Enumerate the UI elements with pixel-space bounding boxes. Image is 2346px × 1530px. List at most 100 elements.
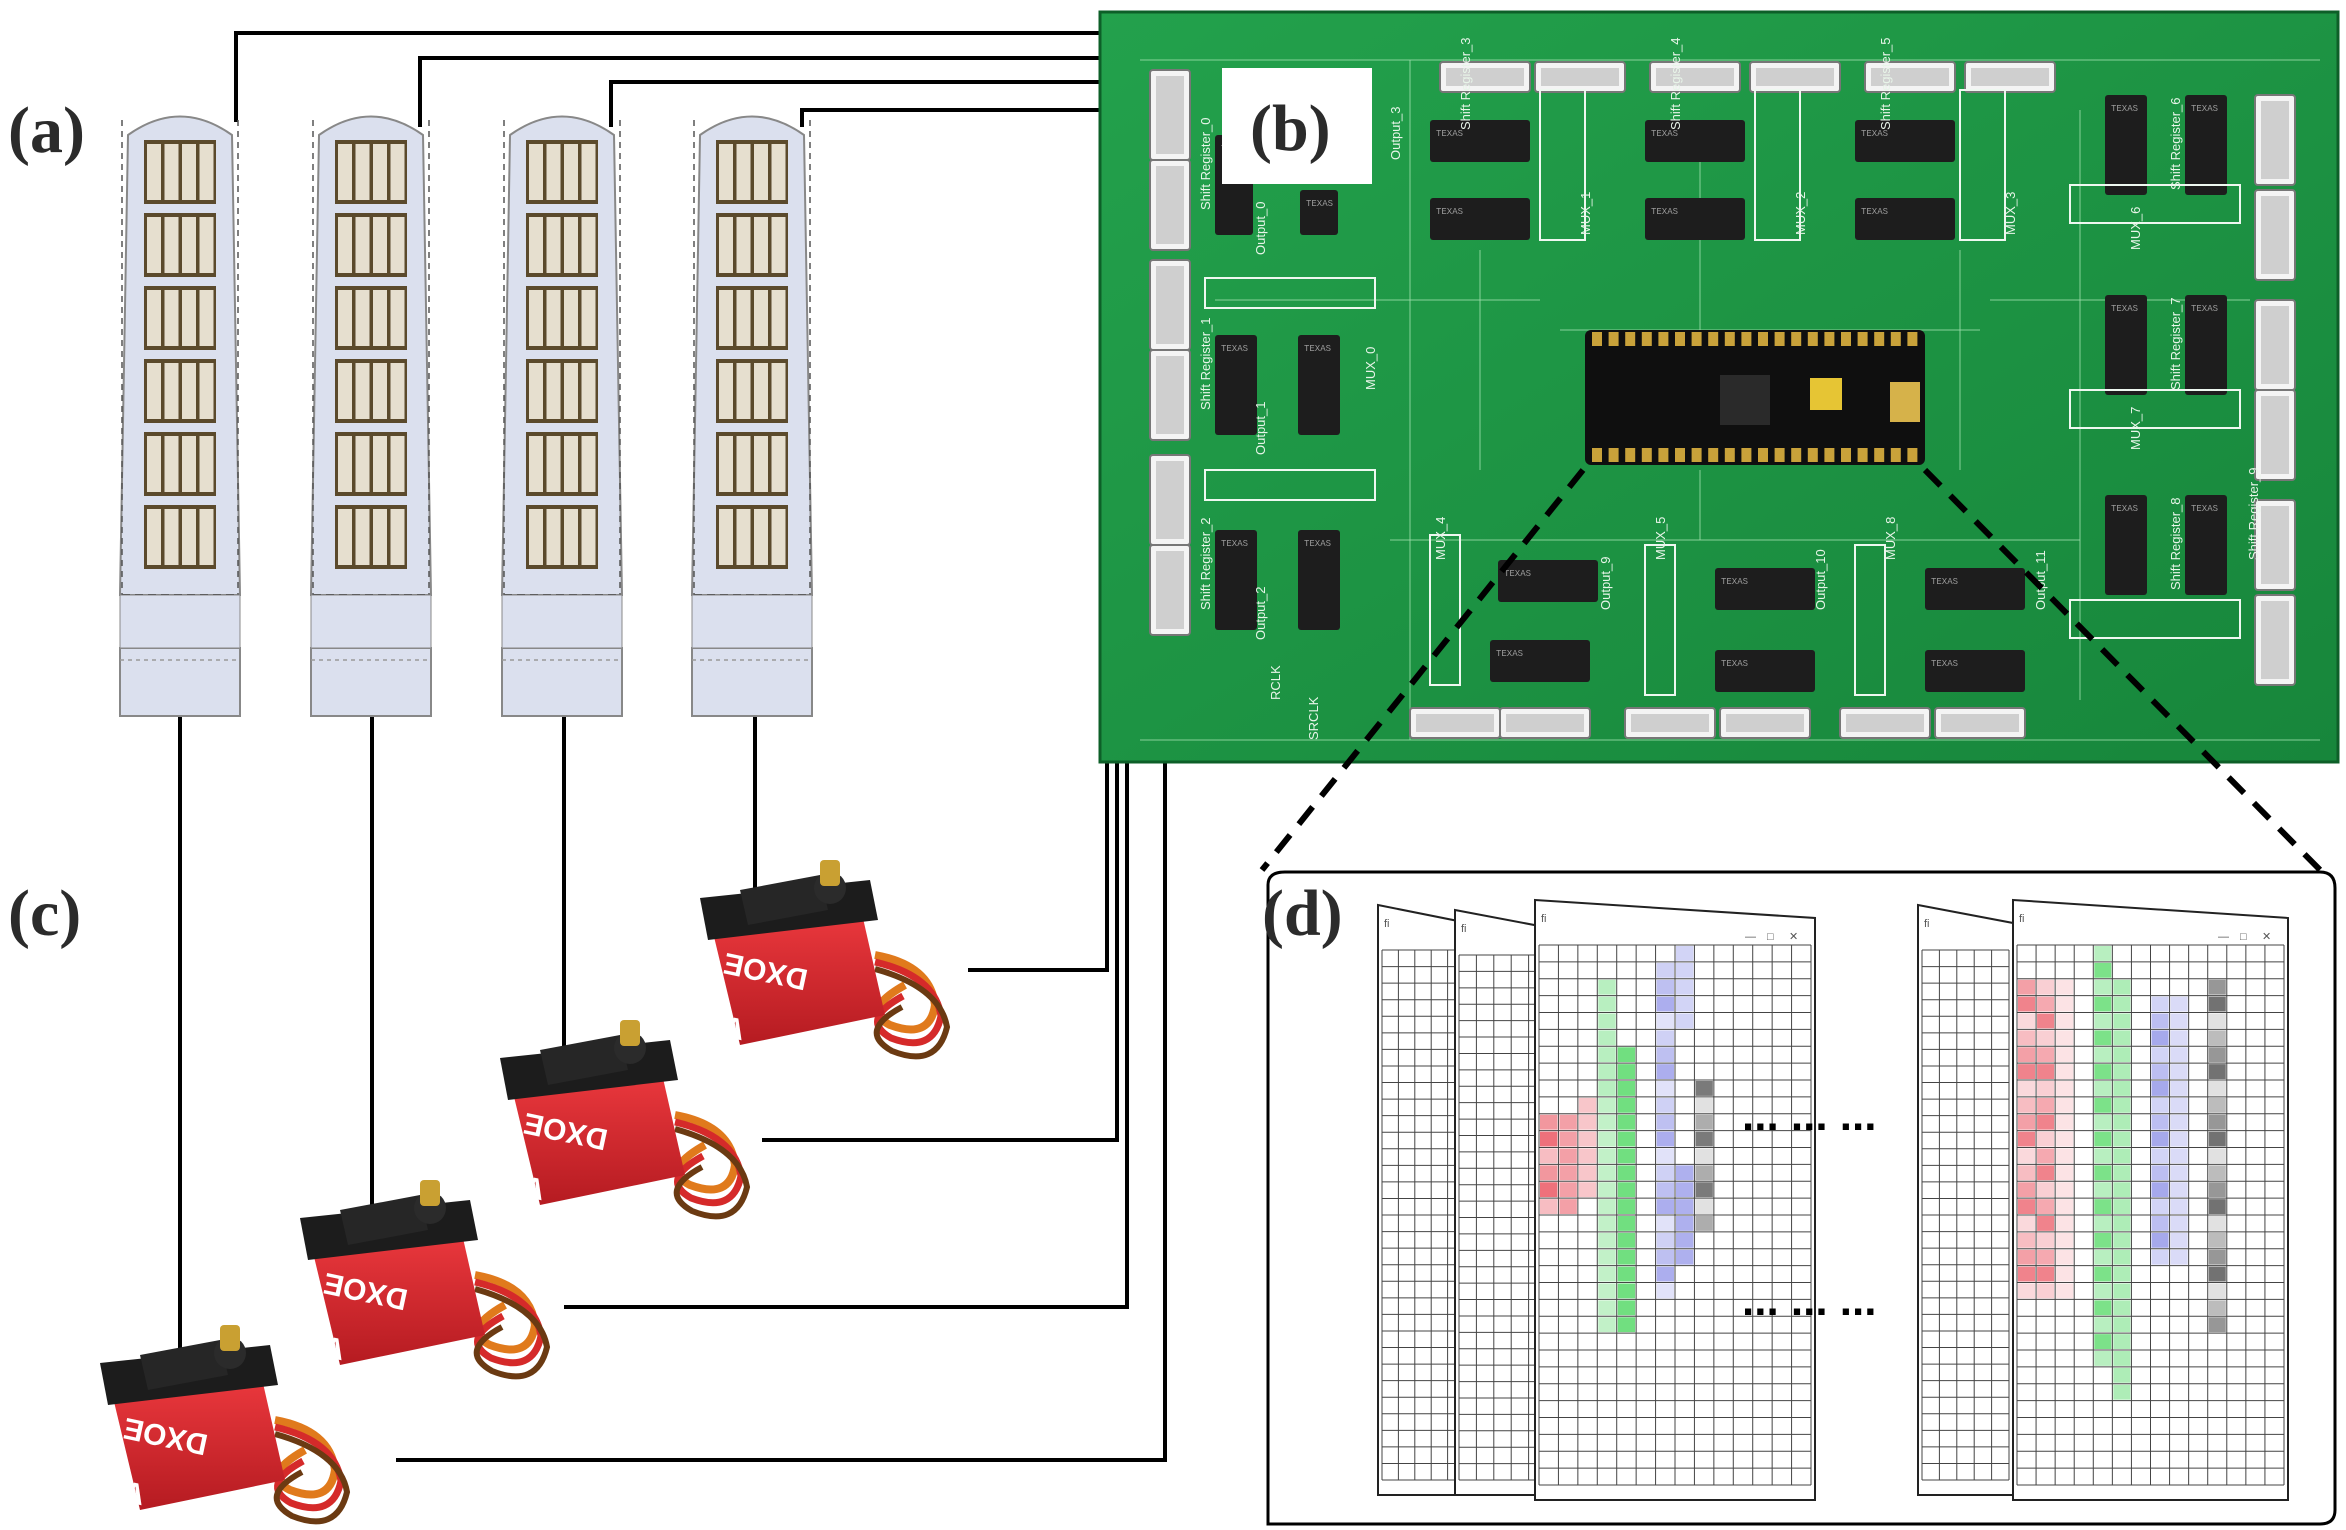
heatmap-cell	[1617, 1199, 1636, 1214]
sensor-pad-finger	[390, 363, 405, 419]
heatmap-cell	[2018, 1283, 2036, 1299]
heatmap-cell	[2018, 1249, 2036, 1265]
heatmap-cell	[1676, 1199, 1694, 1214]
heatmap-cell	[1578, 1097, 1597, 1113]
heatmap-window-5: fi—□✕	[2012, 898, 2289, 1501]
sensor-pad-finger	[529, 509, 543, 565]
heatmap-cell	[1695, 1165, 1713, 1181]
sensor-pad-finger	[564, 509, 578, 565]
sensor-pad-finger	[390, 217, 405, 273]
sensor-strip-2	[309, 115, 433, 717]
sensor-pad-finger	[147, 290, 161, 346]
heatmap-cell	[1617, 1216, 1636, 1231]
pcb-connector-slot	[1726, 714, 1804, 732]
heatmap-cell	[2113, 1097, 2131, 1113]
mcu-pin	[1774, 332, 1785, 346]
wire-5	[968, 760, 1109, 972]
heatmap-cell	[2018, 1097, 2036, 1113]
heatmap-window-3: fi—□✕	[1534, 898, 1816, 1501]
heatmap-cell	[1656, 962, 1674, 978]
sensor-pad-finger	[164, 363, 179, 419]
heatmap-cell	[2094, 1199, 2112, 1214]
heatmap-cell	[1617, 1047, 1636, 1063]
heatmap-cell	[1676, 996, 1694, 1012]
heatmap-cell	[1559, 1148, 1577, 1164]
heatmap-cell	[1656, 1030, 1674, 1046]
heatmap-cell	[1695, 1081, 1713, 1096]
heatmap-cell	[2037, 1081, 2055, 1096]
heatmap-cell	[1656, 996, 1674, 1012]
heatmap-window-control: ✕	[2262, 931, 2271, 943]
heatmap-cell	[2208, 1300, 2226, 1316]
pcb-silkscreen-label: Output_0	[1253, 202, 1268, 256]
pcb-resistor-array	[1854, 544, 1886, 696]
sensor-pad-finger	[373, 144, 387, 200]
mcu-pin	[1658, 332, 1669, 346]
pcb-connector-slot	[2261, 601, 2289, 679]
wire-3	[609, 80, 1105, 127]
heatmap-cell	[2170, 1047, 2188, 1063]
pcb-silkscreen-label: MUX_7	[2128, 407, 2143, 450]
sensor-strip-neck	[119, 594, 241, 649]
heatmap-cell	[2056, 1064, 2074, 1079]
mcu-pin	[1874, 448, 1885, 462]
sensor-pad-finger	[546, 217, 561, 273]
pcb-silkscreen-label: MUX_3	[2003, 192, 2018, 235]
heatmap-cell	[1676, 1216, 1694, 1231]
pcb-ic-marking: TEXAS	[1931, 659, 1958, 669]
sensor-pad-finger	[736, 217, 751, 273]
heatmap-cell	[2170, 1182, 2188, 1198]
heatmap-cell	[2037, 1131, 2055, 1147]
sensor-strip-tail	[310, 647, 432, 717]
sensor-pad-finger	[147, 436, 161, 492]
heatmap-cell	[1598, 1317, 1616, 1333]
zoom-line-left	[1259, 468, 1586, 872]
heatmap-cell	[2170, 1064, 2188, 1079]
sensor-pad-finger	[199, 363, 214, 419]
heatmap-cell	[2113, 1216, 2131, 1231]
heatmap-cell	[2056, 1030, 2074, 1046]
sensor-pad-finger	[355, 363, 370, 419]
heatmap-window-4: fi	[1917, 903, 2014, 1496]
heatmap-cell	[1656, 1097, 1674, 1113]
sensor-pad-finger	[338, 363, 352, 419]
heatmap-cell	[1676, 1232, 1694, 1248]
sensor-pad-finger	[581, 509, 596, 565]
pcb-resistor-array	[1204, 469, 1376, 501]
sensor-pad-finger	[581, 217, 596, 273]
heatmap-cell	[1598, 1199, 1616, 1214]
heatmap-cell	[2056, 1047, 2074, 1063]
sensor-pad-finger	[754, 436, 768, 492]
sensor-pad-finger	[338, 436, 352, 492]
heatmap-cell	[2037, 1266, 2055, 1282]
heatmap-cell	[1656, 1047, 1674, 1063]
mcu-pin	[1625, 448, 1636, 462]
sensor-pad-finger	[147, 509, 161, 565]
heatmap-cell	[2037, 1182, 2055, 1198]
sensor-strip-neck	[691, 594, 813, 649]
mcu-pin	[1741, 448, 1752, 462]
sensor-pad-finger	[564, 290, 578, 346]
pcb-silkscreen-label: MUX_5	[1653, 517, 1668, 560]
heatmap-cell	[2151, 996, 2169, 1012]
heatmap-cell	[2208, 1030, 2226, 1046]
heatmap-cell	[1617, 1064, 1636, 1079]
heatmap-cell	[1540, 1114, 1558, 1130]
heatmap-cell	[2151, 1182, 2169, 1198]
heatmap-cell	[2094, 962, 2112, 978]
pcb-silkscreen-label: MUX_6	[2128, 207, 2143, 250]
heatmap-cell	[1598, 1266, 1616, 1282]
heatmap-cell	[2208, 1232, 2226, 1248]
pcb-ic-marking: TEXAS	[1436, 207, 1463, 217]
pcb-silkscreen-label: Shift Register_0	[1198, 118, 1213, 211]
heatmap-cell	[2094, 1013, 2112, 1029]
heatmap-cell	[1617, 1249, 1636, 1265]
sensor-pad-finger	[719, 363, 733, 419]
wire-7	[564, 760, 1129, 1309]
pcb-ic-marking: TEXAS	[1496, 649, 1523, 659]
heatmap-cell	[2113, 1148, 2131, 1164]
pcb-silkscreen-label: MUX_8	[1883, 517, 1898, 560]
panel-label-a: (a)	[8, 94, 85, 167]
heatmap-cell	[2056, 1097, 2074, 1113]
